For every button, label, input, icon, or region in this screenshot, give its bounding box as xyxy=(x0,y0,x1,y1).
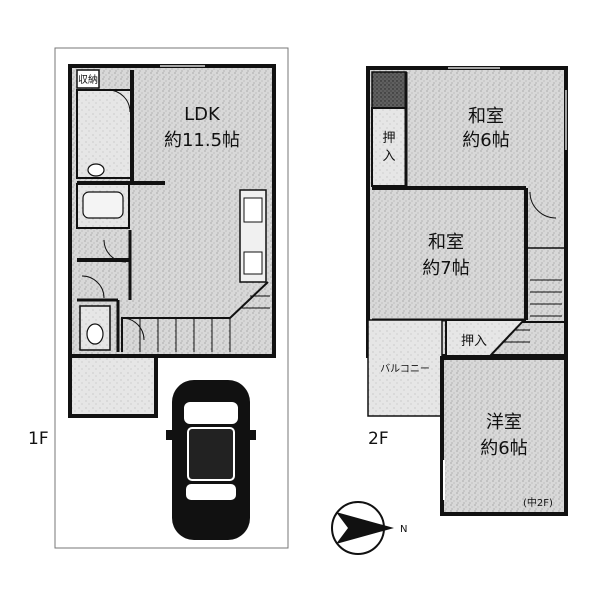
washitsu-6-size: 約6帖 xyxy=(462,130,509,151)
balcony xyxy=(367,319,443,417)
entrance-porch xyxy=(68,354,158,418)
site-boundary xyxy=(54,47,289,549)
closet-a xyxy=(371,107,407,187)
second-floor: 押 入 押入 バルコニー xyxy=(366,66,568,516)
storage-label: 収納 xyxy=(78,73,98,86)
ldk-name: LDK xyxy=(184,104,221,125)
bathtub-icon xyxy=(82,191,124,219)
closet-a-line1: 押 xyxy=(382,131,395,146)
youshitsu-note: (中2F) xyxy=(523,496,553,509)
balcony-label: バルコニー xyxy=(380,363,430,375)
youshitsu-name: 洋室 xyxy=(486,412,522,433)
ldk-size: 約11.5帖 xyxy=(164,130,240,151)
closet-b-label: 押入 xyxy=(461,334,487,349)
dark-storage xyxy=(371,71,407,109)
storage-box xyxy=(76,69,100,89)
stove-icon xyxy=(243,251,263,275)
washitsu-7-size: 約7帖 xyxy=(422,258,469,279)
car-icon xyxy=(166,380,256,540)
floor-1-label: 1F xyxy=(28,429,49,449)
washroom xyxy=(76,89,133,179)
youshitsu-size: 約6帖 xyxy=(480,438,527,459)
first-floor: 収納 xyxy=(28,47,289,549)
stairs-first-floor xyxy=(121,281,270,352)
western-room xyxy=(440,356,568,516)
toilet-icon xyxy=(86,323,104,345)
floor-2-label: 2F xyxy=(368,429,389,449)
north-label: N xyxy=(400,524,407,535)
north-arrow-icon: N xyxy=(331,501,407,555)
kitchen-sink-icon xyxy=(243,197,263,223)
washitsu-6-name: 和室 xyxy=(468,106,504,127)
closet-a-line2: 入 xyxy=(382,149,395,164)
wash-basin-icon xyxy=(87,163,105,177)
washitsu-7-name: 和室 xyxy=(428,232,464,253)
